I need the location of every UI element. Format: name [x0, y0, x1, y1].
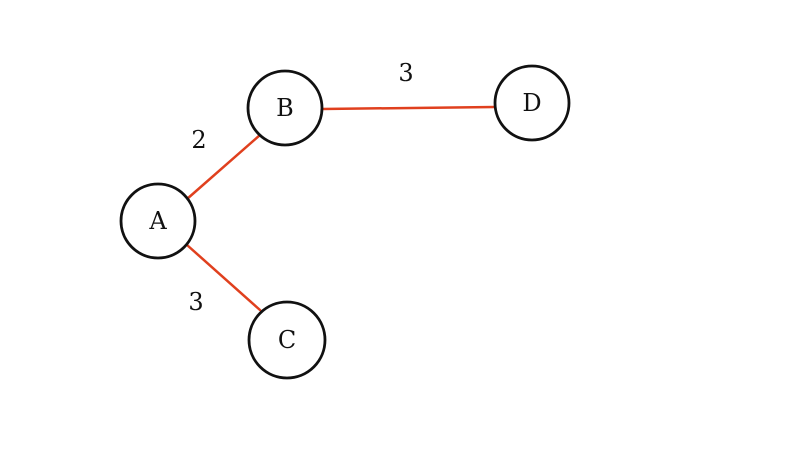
node-d: D [493, 64, 571, 142]
node-a: A [119, 182, 197, 260]
edge-labels: 2 3 3 [188, 59, 413, 316]
node-b-circle [246, 69, 324, 147]
edge-a-c [185, 243, 262, 312]
edge-a-b [185, 133, 262, 201]
node-c-circle [247, 300, 327, 380]
node-b: B [246, 69, 324, 147]
node-b-label: B [276, 94, 294, 122]
edges [185, 105, 497, 312]
node-a-circle [119, 182, 197, 260]
node-d-circle [493, 64, 571, 142]
node-a-label: A [148, 207, 167, 235]
edge-weight-a-b: 2 [191, 126, 206, 154]
node-d-label: D [522, 89, 541, 117]
node-c: C [247, 300, 327, 380]
edge-weight-a-c: 3 [188, 288, 203, 316]
edge-weight-b-d: 3 [398, 59, 413, 87]
node-c-label: C [278, 326, 296, 354]
edge-b-d [320, 105, 497, 111]
